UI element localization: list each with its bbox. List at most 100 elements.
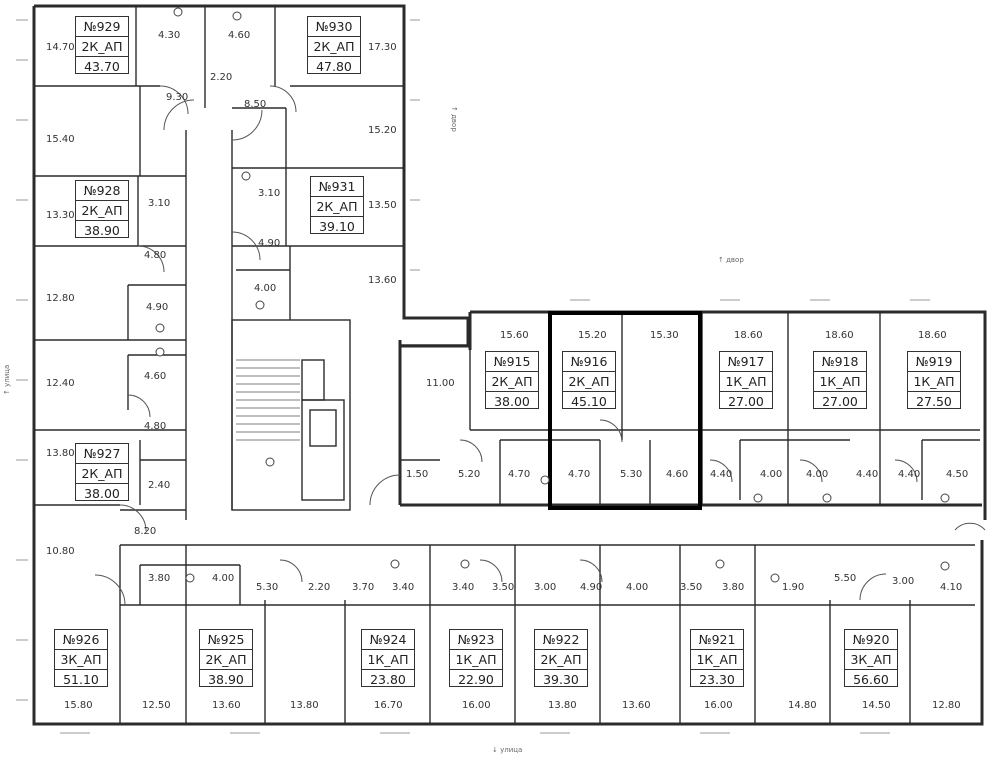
apartment-box-929[interactable]: №929 2К_АП 43.70 [75,16,129,74]
apartment-box-921[interactable]: №921 1К_АП 23.30 [690,629,744,687]
room-area: 4.40 [710,469,732,480]
room-area: 4.70 [568,469,590,480]
room-area: 15.20 [578,330,607,341]
apartment-box-930[interactable]: №930 2К_АП 47.80 [307,16,361,74]
apartment-box-924[interactable]: №924 1К_АП 23.80 [361,629,415,687]
fixtures [155,7,950,583]
room-area: 8.50 [244,99,266,110]
room-area: 9.30 [166,92,188,103]
apartment-number: №921 [691,630,743,650]
room-area: 11.00 [426,378,455,389]
room-area: 3.80 [722,582,744,593]
room-area: 4.30 [158,30,180,41]
room-area: 4.40 [898,469,920,480]
room-area: 13.50 [368,200,397,211]
apartment-area: 47.80 [316,59,352,74]
apartment-type: 3К_АП [55,650,107,670]
apartment-number: №924 [362,630,414,650]
room-area: 13.80 [46,448,75,459]
apartment-type: 1К_АП [450,650,502,670]
apartment-area: 38.90 [208,672,244,687]
room-area: 15.40 [46,134,75,145]
apartment-number: №922 [535,630,587,650]
room-area: 3.40 [452,582,474,593]
room-area: 12.80 [46,293,75,304]
apartment-number: №919 [908,352,960,372]
apartment-area: 23.80 [370,672,406,687]
apartment-area: 38.00 [84,486,120,501]
apartment-type: 2К_АП [311,197,363,217]
apartment-area: 27.00 [822,394,858,409]
room-area: 4.60 [228,30,250,41]
apartment-number: №915 [486,352,538,372]
apartment-box-926[interactable]: №926 3К_АП 51.10 [54,629,108,687]
room-area: 18.60 [918,330,947,341]
windows [16,19,930,734]
apartment-type: 1К_АП [908,372,960,392]
room-area: 3.70 [352,582,374,593]
apartment-number: №927 [76,444,128,464]
apartment-box-915[interactable]: №915 2К_АП 38.00 [485,351,539,409]
room-area: 4.00 [254,283,276,294]
apartment-box-922[interactable]: №922 2К_АП 39.30 [534,629,588,687]
room-area: 4.80 [144,421,166,432]
apartment-type: 2К_АП [76,464,128,484]
apartment-area: 23.30 [699,672,735,687]
apartment-box-928[interactable]: №928 2К_АП 38.90 [75,180,129,238]
apartment-area: 38.90 [84,223,120,238]
apartment-area: 56.60 [853,672,889,687]
room-area: 13.80 [548,700,577,711]
apartment-area: 39.10 [319,219,355,234]
room-area: 4.90 [146,302,168,313]
room-area: 3.10 [148,198,170,209]
selected-apartment-outline [548,311,702,510]
apartment-box-916[interactable]: №916 2К_АП 45.10 [562,351,616,409]
room-area: 14.70 [46,42,75,53]
apartment-area: 39.30 [543,672,579,687]
apartment-type: 2К_АП [535,650,587,670]
room-area: 2.20 [210,72,232,83]
yard-label-right: ↑ двор [450,106,458,132]
room-area: 4.60 [666,469,688,480]
room-area: 13.30 [46,210,75,221]
room-area: 2.40 [148,480,170,491]
room-area: 1.90 [782,582,804,593]
room-area: 3.00 [534,582,556,593]
apartment-box-923[interactable]: №923 1К_АП 22.90 [449,629,503,687]
room-area: 2.20 [308,582,330,593]
room-area-labels: 14.70 4.30 4.60 17.30 9.30 2.20 8.50 15.… [46,30,968,711]
apartment-area: 27.50 [916,394,952,409]
room-area: 3.80 [148,573,170,584]
street-label-left: ↑ улица [3,365,11,395]
apartment-box-920[interactable]: №920 3К_АП 56.60 [844,629,898,687]
apartment-box-927[interactable]: №927 2К_АП 38.00 [75,443,129,501]
room-area: 3.40 [392,582,414,593]
room-area: 12.40 [46,378,75,389]
apartment-box-925[interactable]: №925 2К_АП 38.90 [199,629,253,687]
room-area: 4.90 [580,582,602,593]
room-area: 3.50 [492,582,514,593]
room-area: 4.80 [144,250,166,261]
room-area: 13.80 [290,700,319,711]
room-area: 3.50 [680,582,702,593]
apartment-type: 1К_АП [720,372,772,392]
apartment-type: 1К_АП [691,650,743,670]
apartment-type: 2К_АП [486,372,538,392]
room-area: 16.70 [374,700,403,711]
apartment-type: 2К_АП [76,37,128,57]
apartment-box-919[interactable]: №919 1К_АП 27.50 [907,351,961,409]
apartment-box-918[interactable]: №918 1К_АП 27.00 [813,351,867,409]
apartment-type: 1К_АП [814,372,866,392]
room-area: 16.00 [704,700,733,711]
apartment-box-931[interactable]: №931 2К_АП 39.10 [310,176,364,234]
apartment-number: №917 [720,352,772,372]
apartment-area: 43.70 [84,59,120,74]
apartment-number: №923 [450,630,502,650]
door-swings [94,85,986,606]
room-area: 5.30 [256,582,278,593]
apartment-type: 2К_АП [76,201,128,221]
room-area: 14.50 [862,700,891,711]
apartment-box-917[interactable]: №917 1К_АП 27.00 [719,351,773,409]
room-area: 13.60 [368,275,397,286]
